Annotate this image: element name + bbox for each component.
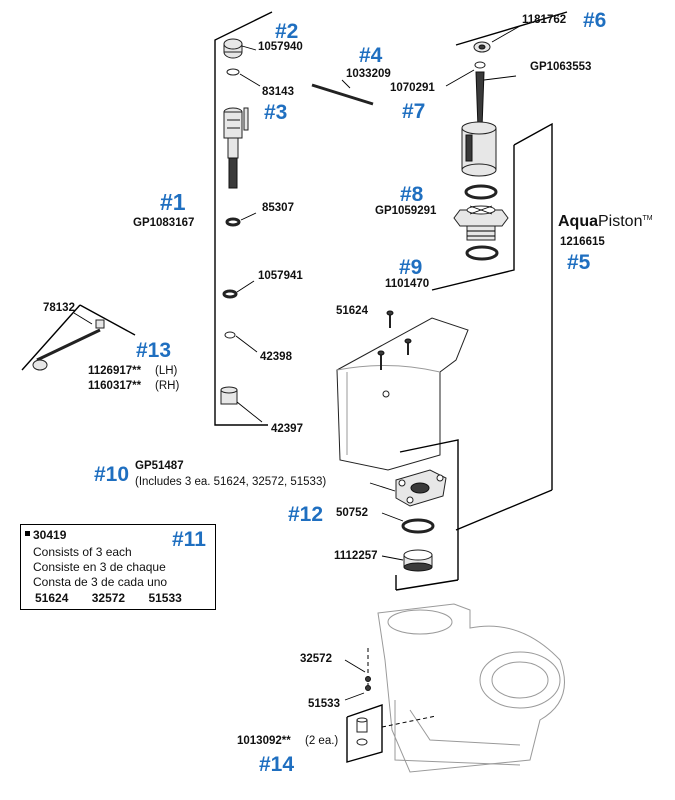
callout-2: #2 xyxy=(275,20,298,43)
part-78132: 78132 xyxy=(43,302,75,314)
callout-5: #5 xyxy=(567,251,591,274)
part-1057940: 1057940 xyxy=(258,41,303,53)
lock-nut-42397 xyxy=(220,386,263,423)
tank-to-bowl-frame xyxy=(395,439,459,591)
kit-part: 32572 xyxy=(91,591,126,605)
callout-10: #10 xyxy=(94,463,129,486)
part-1126917-side: (LH) xyxy=(155,365,178,377)
flush-valve-body xyxy=(453,205,509,241)
aquapiston-brand: AquaPistonTM xyxy=(558,213,653,230)
tank xyxy=(336,317,469,471)
kit-part: 51533 xyxy=(148,591,182,605)
callout-1: #1 xyxy=(160,189,186,215)
kit-line-fr: Consiste en 3 de chaque xyxy=(33,560,166,574)
kit-line-en: Consists of 3 each xyxy=(33,545,132,559)
gasket-1101470 xyxy=(465,245,499,261)
part-51624: 51624 xyxy=(336,305,369,317)
washer-42398 xyxy=(224,331,258,353)
callout-14: #14 xyxy=(259,753,294,776)
gasket-50752 xyxy=(381,512,435,534)
part-1160317-side: (RH) xyxy=(155,380,179,392)
part-1112257: 1112257 xyxy=(334,550,378,562)
fill-valve-cap xyxy=(223,38,257,59)
part-1181762: 1181762 xyxy=(522,14,566,26)
kit-parts-list: 51624 32572 51533 xyxy=(35,591,202,605)
part-42398: 42398 xyxy=(260,351,293,363)
part-1070291: 1070291 xyxy=(390,82,435,94)
part-GP1083167: GP1083167 xyxy=(133,217,194,229)
callout-13: #13 xyxy=(136,339,171,362)
trip-lever-group xyxy=(21,304,136,371)
part-1033209: 1033209 xyxy=(346,68,391,80)
part-32572: 32572 xyxy=(300,653,332,665)
fill-valve-body xyxy=(223,107,249,189)
float-stop-1070291 xyxy=(445,61,486,87)
washer-1057941 xyxy=(222,280,255,299)
kit-line-es: Consta de 3 de cada uno xyxy=(33,575,168,589)
callout-12: #12 xyxy=(288,503,323,526)
tank-bolts xyxy=(377,310,412,370)
callout-4: #4 xyxy=(359,44,383,67)
part-50752: 50752 xyxy=(336,507,368,519)
part-1057941: 1057941 xyxy=(258,270,303,282)
part-GP1059291: GP1059291 xyxy=(375,205,437,217)
part-GP51487-note: (Includes 3 ea. 51624, 32572, 51533) xyxy=(135,476,326,488)
washer-83143 xyxy=(226,68,261,87)
part-1216615: 1216615 xyxy=(560,236,605,248)
seal-1181762 xyxy=(473,25,521,53)
fill-valve-group-frame xyxy=(214,11,273,426)
callout-3: #3 xyxy=(264,101,287,124)
part-42397: 42397 xyxy=(271,423,303,435)
callout-8: #8 xyxy=(400,183,424,206)
callout-9: #9 xyxy=(399,256,422,279)
callout-6: #6 xyxy=(583,9,606,32)
kit-bullet xyxy=(25,531,30,536)
kit-sku: 30419 xyxy=(33,528,67,542)
part-1160317: 1160317** xyxy=(88,380,142,392)
coupling-1112257 xyxy=(381,549,433,572)
part-GP1063553: GP1063553 xyxy=(530,61,591,73)
flush-piston-assembly xyxy=(461,71,517,177)
washer-85307 xyxy=(225,212,257,227)
part-1101470: 1101470 xyxy=(385,278,429,290)
tank-to-bowl-plate xyxy=(369,469,447,507)
seal-GP1059291 xyxy=(464,184,498,200)
part-1013092-qty: (2 ea.) xyxy=(305,735,338,747)
refill-tube xyxy=(311,79,374,106)
part-51533: 51533 xyxy=(308,698,340,710)
flush-valve-group-frame xyxy=(431,11,568,531)
callout-11: #11 xyxy=(172,528,206,551)
bowl-bolts-group xyxy=(344,648,437,763)
part-1126917: 1126917** xyxy=(88,365,142,377)
kit-part: 51624 xyxy=(35,591,69,605)
part-83143: 83143 xyxy=(262,86,294,98)
part-1013092: 1013092** xyxy=(237,735,291,747)
bowl xyxy=(377,603,565,773)
kit-30419-box: 30419 Consists of 3 each Consiste en 3 d… xyxy=(20,524,216,610)
part-GP51487: GP51487 xyxy=(135,460,184,472)
callout-7: #7 xyxy=(402,100,425,123)
part-85307: 85307 xyxy=(262,202,294,214)
